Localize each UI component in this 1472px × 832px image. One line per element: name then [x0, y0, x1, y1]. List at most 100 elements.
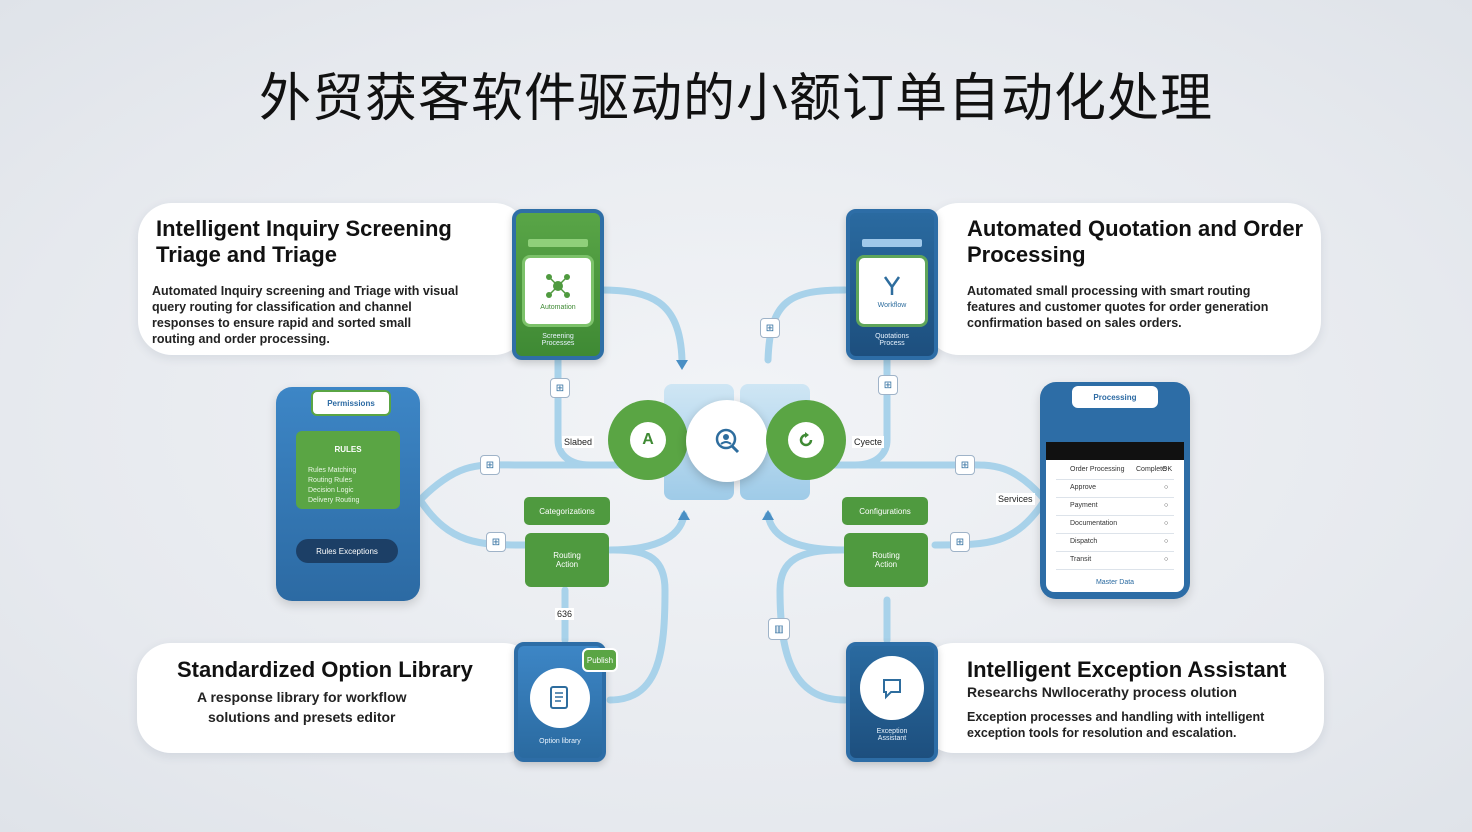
- node-bar-icon: ▥: [768, 618, 790, 640]
- card-exception-assistant: Intelligent Exception Assistant Research…: [920, 643, 1324, 753]
- processing-list-header: [1046, 442, 1184, 460]
- right-edge-label: Services: [996, 493, 1035, 505]
- rules-box-title: RULES: [334, 445, 362, 454]
- phone-quotations[interactable]: Workflow Quotations Process: [846, 209, 938, 360]
- node-grid-icon: ⊞: [486, 532, 506, 552]
- rules-box-line: Routing Rules: [308, 477, 352, 484]
- rules-box-line: Rules Matching: [308, 467, 357, 474]
- hub-left-node[interactable]: A: [608, 400, 688, 480]
- hub-right-node[interactable]: [766, 400, 846, 480]
- card-inquiry-screening: Intelligent Inquiry Screening Triage and…: [138, 203, 528, 355]
- rules-box-line: Delivery Routing: [308, 497, 360, 504]
- status-circle-icon: ○: [1164, 502, 1169, 509]
- phone-option-circle: [530, 668, 590, 728]
- node-grid-icon: ⊞: [550, 378, 570, 398]
- connector-top-right: [764, 286, 849, 364]
- connector-right-up: [764, 511, 849, 554]
- connector-left-up: [606, 511, 688, 554]
- search-person-icon: [715, 428, 740, 454]
- rules-box: RULES Rules Matching Routing Rules Decis…: [296, 431, 400, 509]
- phone-option-publish-tag[interactable]: Publish: [582, 648, 618, 672]
- rules-panel-header: Permissions: [311, 390, 391, 416]
- chat-bubble-icon: [883, 679, 901, 700]
- node-grid-icon: ⊞: [878, 375, 898, 395]
- refresh-icon: [799, 432, 813, 447]
- card-quotation-processing: Automated Quotation and Order Processing…: [925, 203, 1321, 355]
- phone-screening-label: Automation: [540, 304, 576, 311]
- card-inquiry-title: Intelligent Inquiry Screening Triage and…: [156, 216, 452, 267]
- processing-row[interactable]: Transit ○: [1056, 552, 1174, 570]
- processing-footer: Master Data: [1095, 579, 1135, 586]
- network-icon: [546, 274, 570, 298]
- right-top-tag[interactable]: Configurations: [842, 497, 928, 525]
- hub-center-node[interactable]: [686, 400, 768, 482]
- phone-screening-screen: Automation: [522, 255, 594, 327]
- processing-row-label: Transit: [1070, 556, 1092, 563]
- status-circle-icon: ○: [1164, 556, 1169, 563]
- right-side-label: Cyecte: [852, 436, 885, 448]
- card-option-title: Standardized Option Library: [177, 657, 473, 682]
- card-exception-subtitle: Researchs Nwllocerathy process olution: [967, 684, 1237, 700]
- connector-left-loop2: [416, 496, 529, 549]
- page-title: 外贸获客软件驱动的小额订单自动化处理: [258, 69, 1213, 129]
- phone-screening[interactable]: Automation Screening Processes: [512, 209, 604, 360]
- rules-box-line: Decision Logic: [308, 487, 354, 494]
- phone-exception-caption: Exception Assistant: [876, 728, 908, 742]
- a-letter-icon: A: [630, 422, 666, 458]
- phone-option-caption: Option library: [539, 738, 581, 745]
- processing-row-label: Approve: [1070, 484, 1097, 491]
- processing-row-label: Dispatch: [1070, 538, 1098, 545]
- phone-exception-circle: [860, 656, 924, 720]
- arrow-top-left: [676, 360, 688, 370]
- connector-top-right-down: [796, 356, 891, 469]
- processing-panel-header: Processing: [1072, 386, 1158, 408]
- status-circle-icon: ○: [1164, 538, 1169, 545]
- node-grid-icon: ⊞: [480, 455, 500, 475]
- connector-bottom-left: [606, 546, 669, 704]
- node-grid-icon: ⊞: [760, 318, 780, 338]
- phone-exception[interactable]: Exception Assistant: [846, 642, 938, 762]
- processing-row[interactable]: Approve ○: [1056, 480, 1174, 498]
- card-option-desc: A response library for workflow solution…: [197, 689, 407, 725]
- arrow-left-up: [678, 510, 690, 520]
- phone-screening-caption: Screening Processes: [541, 333, 575, 347]
- status-circle-icon: ○: [1164, 520, 1169, 527]
- node-grid-icon: ⊞: [950, 532, 970, 552]
- left-mid-tag[interactable]: Routing Action: [525, 533, 609, 587]
- processing-row-label: Payment: [1070, 502, 1098, 509]
- card-exception-title: Intelligent Exception Assistant: [967, 657, 1287, 682]
- card-quotation-desc: Automated small processing with smart ro…: [967, 284, 1269, 330]
- card-option-library: Standardized Option Library A response l…: [137, 643, 537, 753]
- processing-row[interactable]: Documentation ○: [1056, 516, 1174, 534]
- document-icon: [550, 686, 568, 709]
- connector-left-loop: [416, 461, 604, 504]
- left-number-label: 636: [555, 608, 575, 620]
- connector-bottom-right: [776, 546, 849, 704]
- node-grid-icon: ⊞: [955, 455, 975, 475]
- processing-row[interactable]: Payment ○: [1056, 498, 1174, 516]
- rules-panel: Permissions RULES Rules Matching Routing…: [276, 387, 420, 601]
- phone-option-library[interactable]: Publish Option library: [514, 642, 618, 762]
- status-circle-icon: ○: [1164, 484, 1169, 491]
- phone-notch: [862, 239, 922, 247]
- card-exception-desc: Exception processes and handling with in…: [967, 710, 1265, 740]
- arrow-right-up: [762, 510, 774, 520]
- card-quotation-title: Automated Quotation and Order Processing: [967, 216, 1304, 267]
- branch-icon: [883, 276, 901, 295]
- card-inquiry-desc: Automated Inquiry screening and Triage w…: [152, 284, 459, 346]
- processing-row-label: Documentation: [1070, 520, 1118, 527]
- connector-top-left: [596, 286, 686, 364]
- processing-row-status: Complete: [1136, 466, 1166, 473]
- left-side-label: Slabed: [562, 436, 595, 448]
- left-top-tag[interactable]: Categorizations: [524, 497, 610, 525]
- phone-quotations-screen: Workflow: [856, 255, 928, 327]
- rules-exceptions-button[interactable]: Rules Exceptions: [296, 539, 398, 563]
- phone-quotations-caption: Quotations Process: [875, 333, 909, 347]
- connector-right-loop: [856, 461, 1049, 504]
- right-mid-tag[interactable]: Routing Action: [844, 533, 928, 587]
- processing-row[interactable]: Dispatch ○: [1056, 534, 1174, 552]
- processing-row-label: Order Processing: [1070, 466, 1125, 473]
- phone-notch: [528, 239, 588, 247]
